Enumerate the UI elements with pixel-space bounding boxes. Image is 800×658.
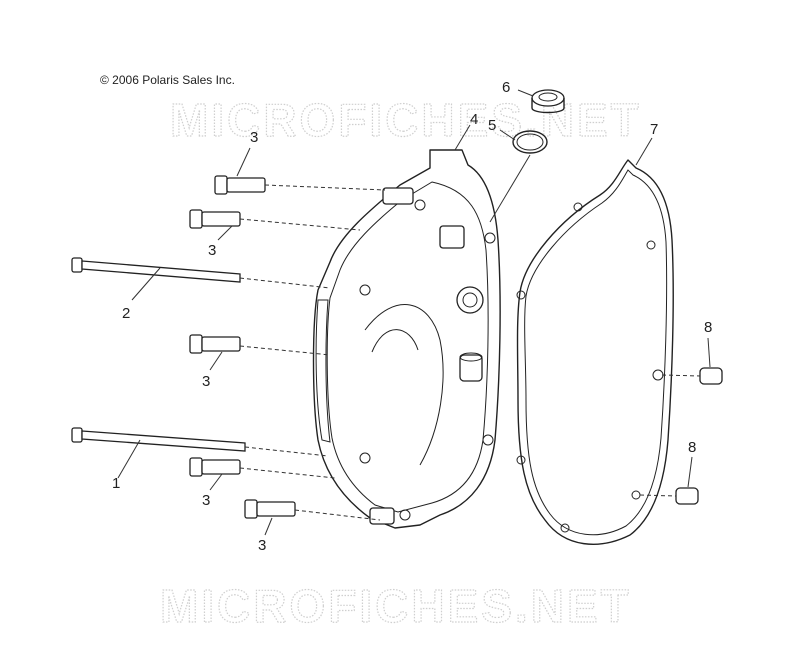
bolt-part-3-a xyxy=(214,175,386,195)
watermark-bottom: MICROFICHES.NET xyxy=(160,580,632,632)
watermark-top: MICROFICHES.NET xyxy=(170,94,642,146)
callout-5: 5 xyxy=(488,117,496,134)
gasket-part-7 xyxy=(516,159,674,545)
callout-6: 6 xyxy=(502,79,510,96)
bolt-part-3-d xyxy=(189,457,336,479)
long-bolt-part-2 xyxy=(71,257,331,289)
callout-8-upper: 8 xyxy=(704,319,712,336)
callout-2: 2 xyxy=(122,305,130,322)
bolt-part-3-b xyxy=(189,209,361,231)
callout-3-b: 3 xyxy=(208,242,216,259)
dowel-part-8-upper xyxy=(661,367,723,385)
callout-1: 1 xyxy=(112,475,120,492)
callout-3-d: 3 xyxy=(202,492,210,509)
long-bolt-part-1 xyxy=(71,427,329,457)
callout-7: 7 xyxy=(650,121,658,138)
callout-3-e: 3 xyxy=(258,537,266,554)
dowel-part-8-lower xyxy=(639,487,699,505)
callout-8-lower: 8 xyxy=(688,439,696,456)
bolt-part-3-c xyxy=(189,334,331,356)
crankcase-cover-part-4 xyxy=(312,149,501,529)
bolt-part-3-e xyxy=(244,499,381,521)
copyright-text: © 2006 Polaris Sales Inc. xyxy=(100,73,235,87)
cap-part-6 xyxy=(531,89,565,114)
o-ring-part-5 xyxy=(512,130,548,154)
callout-3-a: 3 xyxy=(250,129,258,146)
callout-4: 4 xyxy=(470,111,478,128)
callout-3-c: 3 xyxy=(202,373,210,390)
